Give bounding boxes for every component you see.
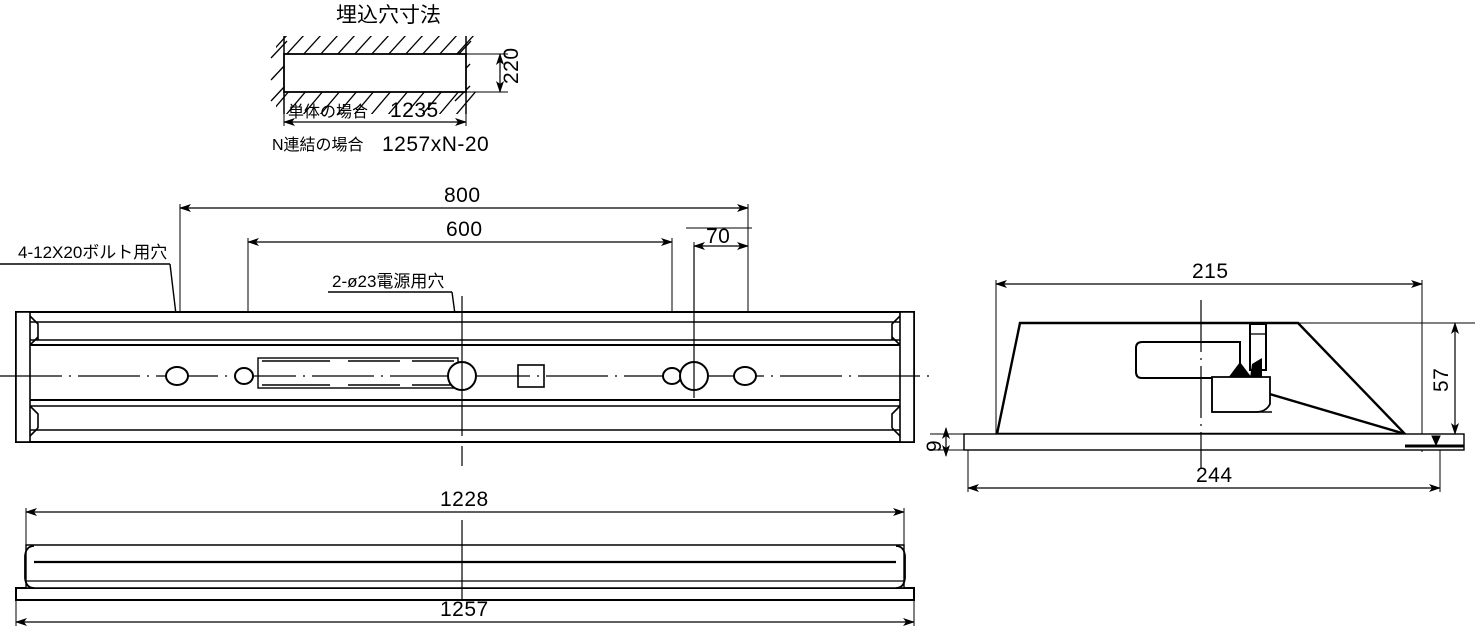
section-view-group: 215	[923, 260, 1475, 492]
section-reflector-cup	[1211, 376, 1271, 413]
front-housing	[25, 544, 905, 589]
front-end-right	[895, 545, 906, 589]
dim-244: 244	[967, 450, 1441, 492]
plan-holes	[165, 361, 757, 391]
plan-center-line-vertical	[461, 246, 695, 466]
note-continuous-label: N連結の場合	[272, 136, 364, 154]
plan-end-caps	[15, 311, 915, 443]
dim-244-label: 244	[1196, 464, 1233, 487]
dim-70: 70	[686, 225, 752, 380]
dim-1235-label: 1235	[390, 99, 439, 122]
front-end-left	[24, 545, 35, 589]
recess-detail-group: 埋込穴寸法	[270, 4, 523, 156]
section-flange	[930, 433, 1465, 451]
callout-bolt-holes-label: 4-12X20ボルト用穴	[18, 243, 167, 262]
dim-215: 215	[995, 260, 1423, 452]
recess-detail-title: 埋込穴寸法	[336, 4, 441, 27]
hatch-bottom	[276, 92, 476, 114]
front-view-body	[15, 544, 915, 601]
plan-view-body	[0, 246, 930, 466]
dim-1257-label: 1257	[440, 598, 489, 621]
dim-1228: 1228	[25, 488, 905, 545]
dim-1257: 1257	[15, 598, 915, 626]
plan-view-dimensions: 800 600 70 4-12X20ボルト用穴 2-ø23電源用穴	[0, 184, 752, 380]
dim-57: 57	[1430, 322, 1459, 435]
dim-800-label: 800	[444, 184, 481, 207]
dim-70-label: 70	[706, 225, 730, 248]
dim-9: 9	[923, 427, 950, 457]
recess-opening-rect	[283, 53, 467, 93]
section-clip-right	[1250, 358, 1262, 378]
bolt-hole-right-1	[733, 366, 757, 386]
note-continuous-value: 1257xN-20	[382, 133, 489, 156]
callout-power-holes-label: 2-ø23電源用穴	[332, 272, 444, 291]
bolt-hole-left-1	[165, 366, 189, 386]
note-continuous: N連結の場合 1257xN-20	[272, 133, 489, 156]
bolt-hole-left-2	[234, 367, 254, 385]
dim-1235: 単体の場合 1235	[283, 92, 467, 126]
plan-reflector-panel	[257, 357, 459, 389]
dim-1228-label: 1228	[440, 488, 489, 511]
section-flange-plate	[963, 433, 1465, 451]
section-internal-assembly	[1135, 323, 1272, 413]
dim-600-label: 600	[446, 218, 483, 241]
section-clip-left	[1228, 362, 1252, 378]
plan-end-brackets	[29, 315, 901, 437]
callout-power-holes: 2-ø23電源用穴	[328, 272, 465, 367]
section-lamp-body	[1135, 341, 1241, 379]
front-view-group: 1228 1257	[15, 488, 915, 626]
dim-9-label: 9	[923, 440, 946, 452]
dim-57-label: 57	[1430, 368, 1453, 392]
dim-220-label: 220	[500, 47, 523, 84]
dim-single-unit-label: 単体の場合	[288, 103, 368, 121]
plan-bands	[30, 321, 900, 431]
bolt-hole-right-2	[662, 367, 682, 385]
section-flange-detail	[1431, 435, 1441, 447]
dim-215-label: 215	[1192, 260, 1229, 283]
dim-220: 220	[466, 47, 523, 93]
